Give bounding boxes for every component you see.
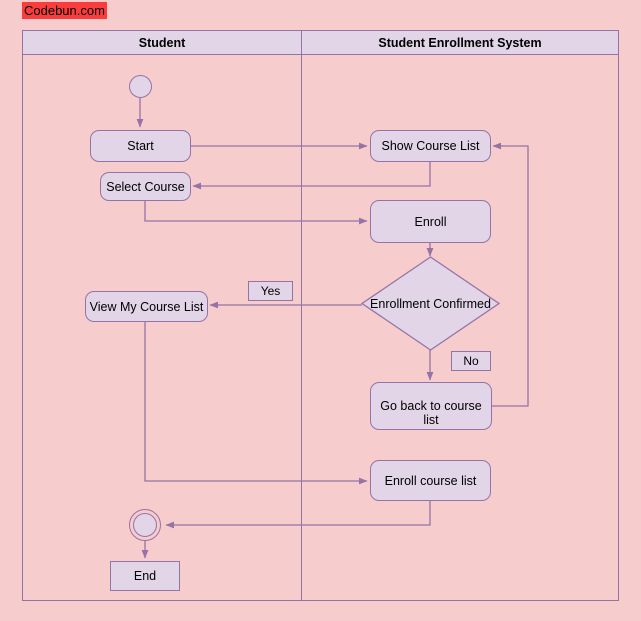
edge-label-yes-text: Yes xyxy=(260,284,281,298)
edge-enroll-course-list-to-endnode xyxy=(165,500,431,529)
edge-show-course-list-to-select-course xyxy=(192,161,431,190)
edge-label-yes: Yes xyxy=(248,281,293,301)
node-label-enroll: Enroll xyxy=(414,214,447,229)
node-show-course-list[interactable]: Show Course List xyxy=(370,130,491,162)
initial-node[interactable] xyxy=(129,75,152,98)
node-label-view-my-course-list: View My Course List xyxy=(89,299,204,314)
edge-select-course-to-enroll xyxy=(144,200,368,225)
watermark-codebun: Codebun.com xyxy=(22,2,107,19)
node-label-start: Start xyxy=(127,139,154,153)
node-enroll-course-list[interactable]: Enroll course list xyxy=(370,460,491,501)
node-enroll[interactable]: Enroll xyxy=(370,200,491,243)
lane-divider xyxy=(301,30,303,601)
final-node-ring xyxy=(129,509,161,541)
node-view-my-course-list[interactable]: View My Course List xyxy=(85,291,208,322)
lane-title-system: Student Enrollment System xyxy=(378,35,542,50)
node-enrollment-confirmed[interactable]: Enrollment Confirmed xyxy=(361,256,500,351)
lane-title-student: Student xyxy=(138,35,186,50)
node-select-course[interactable]: Select Course xyxy=(100,172,191,201)
node-start[interactable]: Start xyxy=(90,130,191,162)
edge-go-back-to-show-course-list xyxy=(492,142,529,407)
node-label-go-back-to-course-list: Go back to course list xyxy=(380,399,482,427)
edge-label-no: No xyxy=(451,351,491,371)
node-label-select-course: Select Course xyxy=(106,179,185,194)
node-label-show-course-list: Show Course List xyxy=(381,139,480,153)
node-go-back-to-course-list[interactable]: Go back to course list xyxy=(370,382,492,430)
final-node[interactable] xyxy=(133,513,157,537)
node-end[interactable]: End xyxy=(110,561,180,591)
lane-header-student: Student xyxy=(22,30,302,55)
edge-label-no-text: No xyxy=(463,354,479,368)
node-label-end: End xyxy=(133,569,157,583)
lane-header-system: Student Enrollment System xyxy=(301,30,619,55)
node-label-enroll-course-list: Enroll course list xyxy=(384,473,477,488)
edge-view-my-course-list-to-enroll-course-list xyxy=(144,321,368,485)
